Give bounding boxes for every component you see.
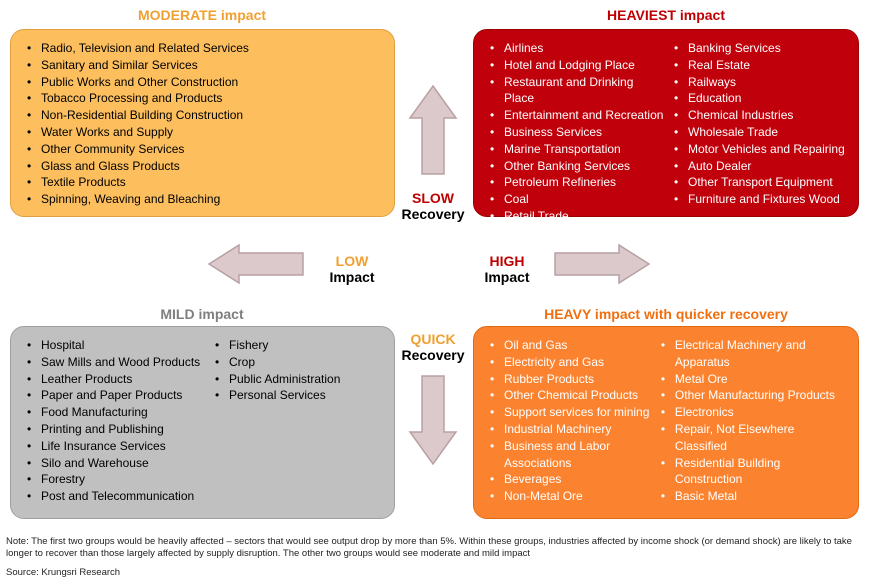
list-item: Life Insurance Services <box>27 438 207 455</box>
list-item: Crop <box>215 354 340 371</box>
list-item: Business Services <box>490 124 666 141</box>
list-item: Leather Products <box>27 371 207 388</box>
list-item: Personal Services <box>215 387 340 404</box>
list-item: Non-Residential Building Construction <box>27 107 249 124</box>
list-item: Printing and Publishing <box>27 421 207 438</box>
list-item: Forestry <box>27 471 207 488</box>
list-item: Sanitary and Similar Services <box>27 57 249 74</box>
list-item: Repair, Not Elsewhere Classified <box>661 421 848 455</box>
list-item: Food Manufacturing <box>27 404 207 421</box>
list-item: Support services for mining <box>490 404 653 421</box>
list-item: Fishery <box>215 337 340 354</box>
slow-word: SLOW <box>412 190 454 206</box>
list-item: Silo and Warehouse <box>27 455 207 472</box>
quick-sub: Recovery <box>401 347 465 363</box>
list-item: Textile Products <box>27 174 249 191</box>
list-item: Industrial Machinery <box>490 421 653 438</box>
list-item: Coal <box>490 191 666 208</box>
list-item: Metal Ore <box>661 371 848 388</box>
list-item: Post and Telecommunication <box>27 488 207 505</box>
mild-list-col1: HospitalSaw Mills and Wood ProductsLeath… <box>27 337 207 518</box>
list-item: Furniture and Fixtures Wood <box>674 191 845 208</box>
list-item: Radio, Television and Related Services <box>27 40 249 57</box>
list-item: Marine Transportation <box>490 141 666 158</box>
footnote: Note: The first two groups would be heav… <box>6 536 852 559</box>
moderate-list: Radio, Television and Related ServicesSa… <box>27 40 249 216</box>
heaviest-impact-title: HEAVIEST impact <box>607 7 725 23</box>
list-item: Education <box>674 90 845 107</box>
high-sub: Impact <box>484 269 530 285</box>
list-item: Other Community Services <box>27 141 249 158</box>
low-impact-left-arrow-icon <box>207 243 304 285</box>
list-item: Other Transport Equipment <box>674 174 845 191</box>
list-item: Petroleum Refineries <box>490 174 666 191</box>
heavy-list-col1: Oil and GasElectricity and GasRubber Pro… <box>490 337 653 518</box>
list-item: Entertainment and Recreation <box>490 107 666 124</box>
list-item: Retail Trade <box>490 208 666 225</box>
list-item: Residential Building Construction <box>661 455 848 489</box>
low-word: LOW <box>335 253 369 269</box>
list-item: Saw Mills and Wood Products <box>27 354 207 371</box>
high-impact-label: HIGH Impact <box>467 253 547 285</box>
list-item: Other Banking Services <box>490 158 666 175</box>
list-item: Banking Services <box>674 40 845 57</box>
list-item: Motor Vehicles and Repairing <box>674 141 845 158</box>
low-sub: Impact <box>329 269 375 285</box>
heavy-impact-title: HEAVY impact with quicker recovery <box>544 306 788 322</box>
mild-impact-box: HospitalSaw Mills and Wood ProductsLeath… <box>10 326 395 519</box>
list-item: Tobacco Processing and Products <box>27 90 249 107</box>
heaviest-list-col1: AirlinesHotel and Lodging PlaceRestauran… <box>490 40 666 225</box>
heaviest-list-col2: Banking ServicesReal EstateRailwaysEduca… <box>674 40 845 216</box>
list-item: Electrical Machinery and Apparatus <box>661 337 848 371</box>
list-item: Business and Labor Associations <box>490 438 653 472</box>
list-item: Beverages <box>490 471 653 488</box>
low-impact-label: LOW Impact <box>312 253 392 285</box>
list-item: Rubber Products <box>490 371 653 388</box>
moderate-impact-box: Radio, Television and Related ServicesSa… <box>10 29 395 217</box>
list-item: Hotel and Lodging Place <box>490 57 666 74</box>
list-item: Non-Metal Ore <box>490 488 653 505</box>
list-item: Auto Dealer <box>674 158 845 175</box>
list-item: Public Works and Other Construction <box>27 74 249 91</box>
list-item: Hospital <box>27 337 207 354</box>
slow-recovery-up-arrow-icon <box>408 84 458 175</box>
heavy-impact-box: Oil and GasElectricity and GasRubber Pro… <box>473 326 859 519</box>
list-item: Railways <box>674 74 845 91</box>
heaviest-impact-box: AirlinesHotel and Lodging PlaceRestauran… <box>473 29 859 225</box>
list-item: Other Chemical Products <box>490 387 653 404</box>
list-item: Basic Metal <box>661 488 848 505</box>
quick-recovery-label: QUICK Recovery <box>393 331 473 363</box>
list-item: Airlines <box>490 40 666 57</box>
heavy-list-col2: Electrical Machinery and ApparatusMetal … <box>661 337 848 518</box>
list-item: Spinning, Weaving and Bleaching <box>27 191 249 208</box>
source-line: Source: Krungsri Research <box>6 567 121 578</box>
list-item: Wholesale Trade <box>674 124 845 141</box>
high-word: HIGH <box>489 253 525 269</box>
slow-recovery-label: SLOW Recovery <box>393 190 473 222</box>
slow-sub: Recovery <box>401 206 465 222</box>
moderate-impact-title: MODERATE impact <box>137 7 267 23</box>
quick-word: QUICK <box>410 331 456 347</box>
list-item: Real Estate <box>674 57 845 74</box>
list-item: Chemical Industries <box>674 107 845 124</box>
mild-impact-title: MILD impact <box>160 306 244 322</box>
list-item: Public Administration <box>215 371 340 388</box>
high-impact-right-arrow-icon <box>554 243 651 285</box>
list-item: Restaurant and Drinking Place <box>490 74 666 108</box>
list-item: Other Manufacturing Products <box>661 387 848 404</box>
list-item: Paper and Paper Products <box>27 387 207 404</box>
mild-list-col2: FisheryCropPublic AdministrationPersonal… <box>215 337 340 518</box>
list-item: Water Works and Supply <box>27 124 249 141</box>
list-item: Electricity and Gas <box>490 354 653 371</box>
quick-recovery-down-arrow-icon <box>408 375 458 466</box>
list-item: Oil and Gas <box>490 337 653 354</box>
list-item: Glass and Glass Products <box>27 158 249 175</box>
list-item: Electronics <box>661 404 848 421</box>
